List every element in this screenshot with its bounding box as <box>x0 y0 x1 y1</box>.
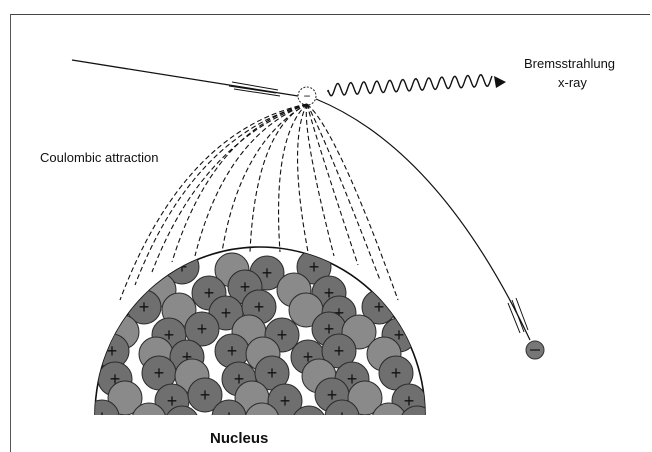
proton-charge: + <box>267 363 278 383</box>
xray-arrowhead <box>494 76 506 88</box>
proton-charge: + <box>197 319 208 339</box>
coulombic-line <box>152 104 307 272</box>
nucleus-label: Nucleus <box>210 430 268 447</box>
proton-charge: + <box>224 407 235 427</box>
coulombic-line <box>298 104 308 252</box>
proton-charge: + <box>412 413 423 433</box>
xray-label: x-ray <box>558 75 587 90</box>
proton-charge: + <box>154 363 165 383</box>
proton-charge: + <box>107 341 118 361</box>
proton: + <box>325 400 359 434</box>
proton: + <box>292 406 326 440</box>
neutron <box>372 403 406 437</box>
bremsstrahlung-label: Bremsstrahlung <box>524 56 615 71</box>
proton-charge: + <box>334 341 345 361</box>
coulombic-line <box>306 104 334 256</box>
proton-charge: + <box>304 413 315 433</box>
neutron <box>132 403 166 437</box>
proton-charge: + <box>309 257 320 277</box>
proton-charge: + <box>177 413 188 433</box>
proton-charge: + <box>200 385 211 405</box>
coulombic-line <box>172 104 307 262</box>
electron-at-interaction: − <box>298 87 316 105</box>
proton-charge: + <box>221 303 232 323</box>
proton-charge: + <box>337 407 348 427</box>
proton-charge: + <box>227 341 238 361</box>
proton: + <box>212 400 246 434</box>
coulombic-line <box>279 104 307 252</box>
proton-charge: + <box>262 263 273 283</box>
proton-charge: + <box>391 363 402 383</box>
coulombic-line <box>307 104 358 265</box>
proton-charge: + <box>277 325 288 345</box>
electron-charge-symbol: − <box>303 89 310 103</box>
proton-charge: + <box>280 391 291 411</box>
xray-photon-wave <box>328 75 492 96</box>
nucleus: ++++++++++++++++++++++++++++++++++++++ <box>85 247 434 440</box>
proton-charge: + <box>177 257 188 277</box>
proton-charge: + <box>254 297 265 317</box>
proton-charge: + <box>374 297 385 317</box>
coulombic-line <box>307 104 380 280</box>
proton-charge: + <box>204 283 215 303</box>
incoming-electron-path <box>72 60 298 96</box>
proton-charge: + <box>97 407 108 427</box>
coulombic-attraction-label: Coulombic attraction <box>40 150 159 165</box>
coulombic-line <box>222 104 307 252</box>
proton-charge: + <box>139 297 150 317</box>
proton: + <box>85 400 119 434</box>
proton: + <box>400 406 434 440</box>
proton: + <box>165 406 199 440</box>
